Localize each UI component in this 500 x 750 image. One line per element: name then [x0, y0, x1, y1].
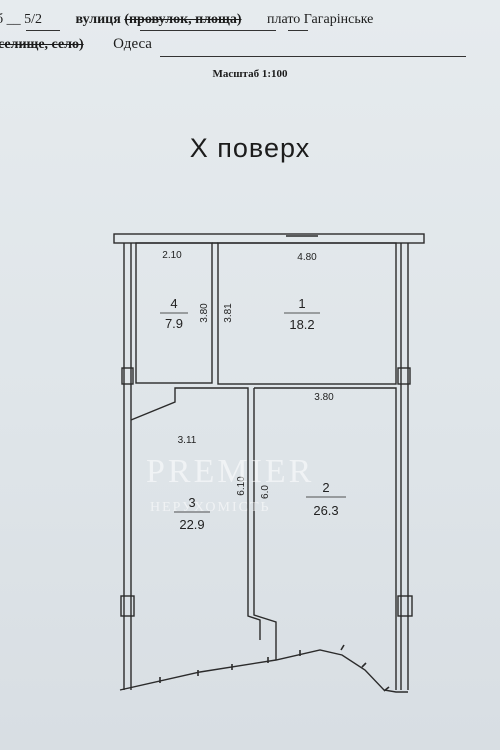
dim-room2-height: 6.0 [260, 485, 271, 499]
top-wall [113, 233, 425, 244]
dim-room3-width: 3.11 [178, 435, 197, 446]
address-line-2: селище, село) Одеса [0, 36, 152, 53]
dim-room1-height: 3.81 [223, 303, 234, 323]
right-window-lower [397, 595, 413, 617]
bottom-wall [119, 649, 408, 693]
dim-room3-height: 6.10 [236, 476, 247, 496]
street-type-underline [140, 30, 276, 31]
left-window-lower [120, 595, 135, 617]
dim-room1-width: 4.80 [297, 252, 317, 263]
room-1-outline [217, 242, 397, 385]
city-underline [160, 56, 466, 57]
dim-room4-height: 3.80 [199, 303, 210, 323]
address-line-1: б __ 5/2 вулиця (провулок, площа) плато … [0, 12, 373, 28]
room-4-outline [135, 242, 213, 384]
room-3-area: 22.9 [179, 517, 204, 532]
floor-title: Х поверх [189, 133, 311, 163]
watermark-logo: PREMIER [146, 453, 315, 490]
street-value-underline [288, 30, 308, 31]
room-1-area: 18.2 [289, 317, 314, 332]
right-window-upper [397, 367, 411, 385]
room-3-number: 3 [188, 495, 195, 510]
street-struck-text: (провулок, площа) [124, 12, 242, 27]
room-4-area: 7.9 [165, 316, 183, 331]
watermark-subtitle: НЕРУХОМІСТЬ [150, 500, 271, 515]
building-number: 5/2 [24, 12, 43, 27]
street-value: плато Гагарінське [267, 12, 374, 27]
street-label: вулиця [75, 12, 121, 27]
scale-label: Масштаб 1:100 [212, 68, 288, 80]
settlement-struck-text: селище, село) [0, 37, 84, 52]
room-2-outline [254, 387, 397, 690]
room-4-number: 4 [170, 296, 177, 311]
dim-room2-width: 3.80 [314, 392, 334, 403]
bottom-wall-ticks [159, 644, 390, 692]
left-window-upper [121, 367, 134, 385]
address-prefix: б __ [0, 12, 21, 27]
city-name: Одеса [113, 36, 152, 52]
room-1-number: 1 [298, 296, 305, 311]
room-2-area: 26.3 [313, 503, 338, 518]
room-3-outline [130, 387, 261, 640]
building-underline [26, 30, 60, 31]
room-2-number: 2 [322, 480, 329, 495]
dim-room4-width: 2.10 [162, 250, 182, 261]
